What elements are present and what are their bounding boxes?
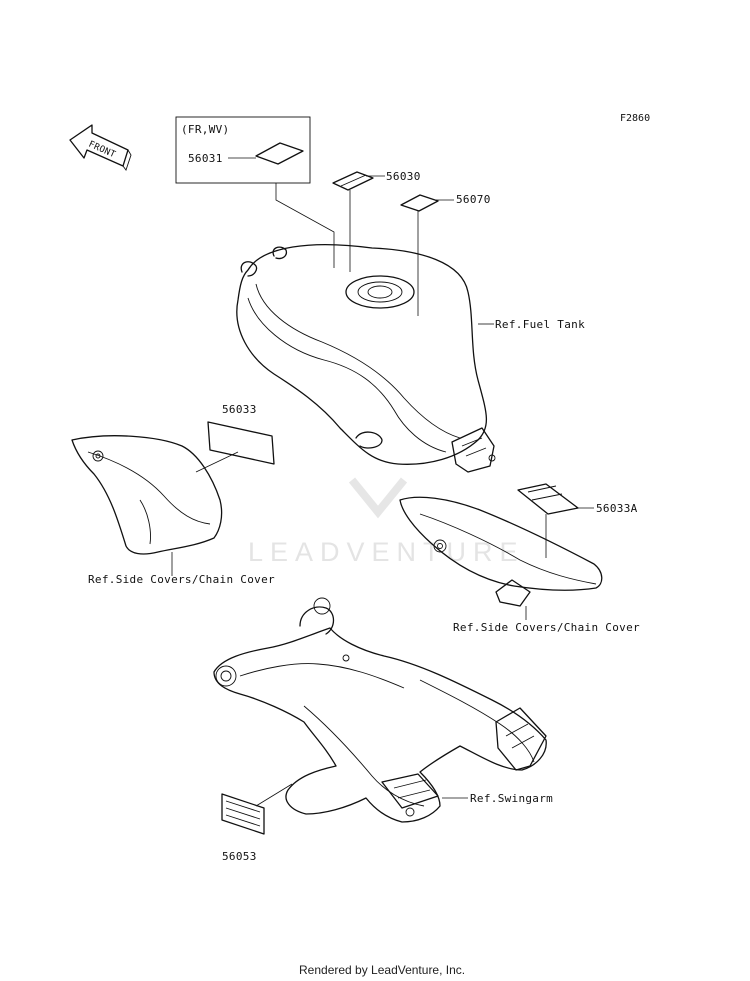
label-56033: 56033 (222, 403, 257, 416)
decal-56053: 56053 (221, 783, 293, 863)
variant-box: (FR,WV) 56031 (175, 116, 335, 268)
ref-side-covers-left: Ref.Side Covers/Chain Cover (88, 573, 275, 586)
decal-56070: 56070 (400, 193, 491, 316)
label-56030: 56030 (386, 170, 421, 183)
label-56070: 56070 (456, 193, 491, 206)
decal-56033: 56033 (195, 403, 275, 473)
chain-cover-right: Ref.Side Covers/Chain Cover (399, 496, 640, 634)
label-56053: 56053 (222, 850, 257, 863)
variant-caption: (FR,WV) (181, 123, 229, 136)
footer-credit: Rendered by LeadVenture, Inc. (299, 963, 465, 977)
decal-56033A: 56033A (517, 483, 638, 558)
watermark-text: LEADVENTURE (248, 537, 525, 567)
decal-56030: 56030 (332, 170, 421, 272)
watermark: LEADVENTURE (248, 477, 525, 567)
side-cover-left: Ref.Side Covers/Chain Cover (71, 435, 275, 586)
ref-fuel-tank: Ref.Fuel Tank (495, 318, 585, 331)
ref-side-covers-right: Ref.Side Covers/Chain Cover (453, 621, 640, 634)
figure-id: F2860 (620, 113, 650, 124)
ref-swingarm: Ref.Swingarm (470, 792, 553, 805)
label-56031: 56031 (188, 152, 223, 165)
swingarm: Ref.Swingarm (213, 597, 553, 823)
front-arrow-icon: FRONT (69, 124, 132, 171)
fuel-tank: Ref.Fuel Tank (236, 244, 585, 473)
label-56033A: 56033A (596, 502, 638, 515)
